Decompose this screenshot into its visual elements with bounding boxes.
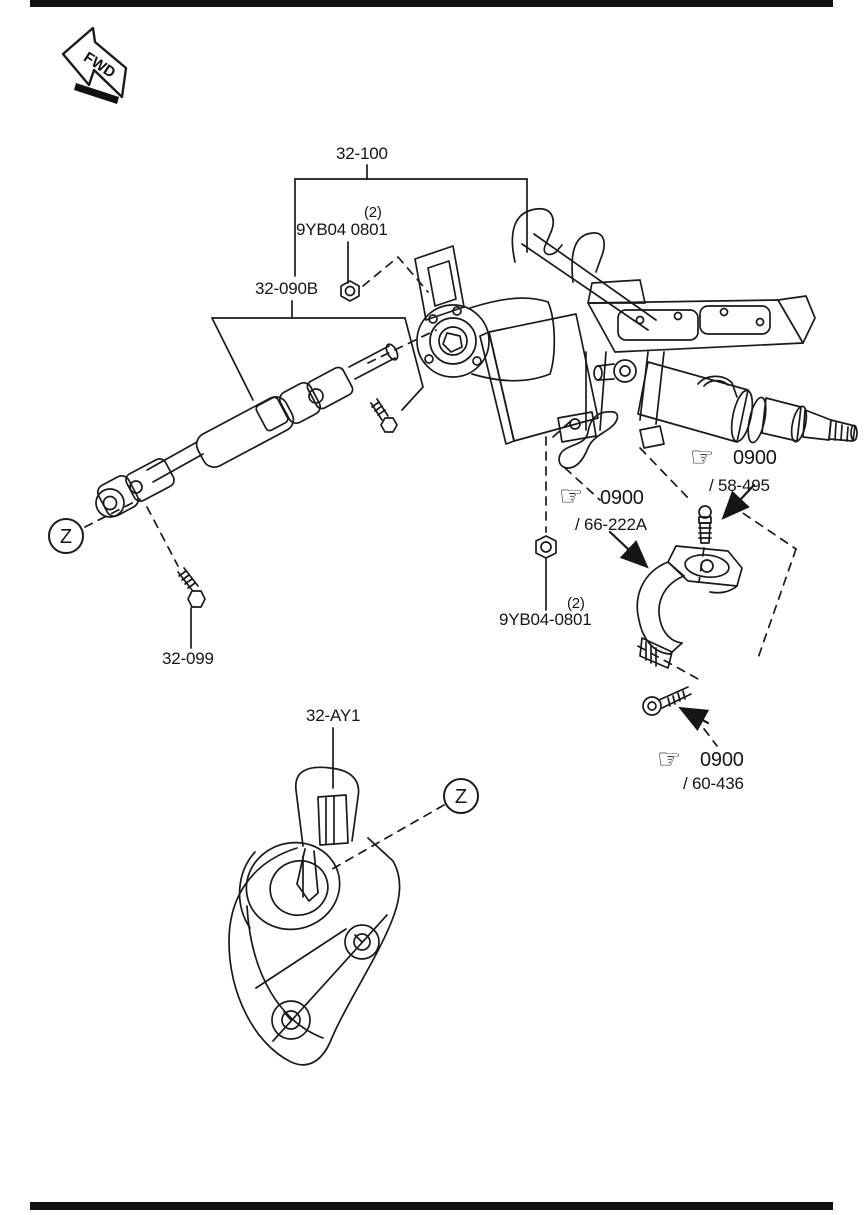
detail-view-marker-z-shaft[interactable]: Z [48, 518, 84, 554]
hidden-reference-lines [84, 256, 797, 873]
qty-label-upper-nut: (2) [364, 204, 382, 221]
part-label-shaft-bolt[interactable]: 32-099 [162, 649, 214, 668]
upper-joint-bolt-drawing [370, 398, 398, 433]
part-label-assembly[interactable]: 32-100 [336, 144, 388, 163]
pointing-hand-icon: ☞ [657, 744, 682, 775]
pointer-arrows [608, 483, 756, 732]
detail-view-letter: Z [455, 786, 467, 808]
steering-column-assembly-drawing [414, 208, 858, 469]
intermediate-shaft-drawing [95, 343, 399, 518]
ref-label-stud-page[interactable]: / 58-495 [709, 476, 770, 495]
flange-bolt-drawing [642, 686, 692, 716]
upper-nut-drawing [340, 280, 360, 302]
pointing-hand-icon: ☞ [559, 481, 584, 512]
intermediate-shaft-bracket-lines [211, 300, 424, 411]
hole-cover-drawing [228, 727, 401, 1066]
lower-nut-drawing [535, 535, 557, 611]
clamp-bracket-drawing [636, 545, 743, 669]
top-border-bar [30, 0, 833, 7]
ref-label-stud-section[interactable]: 0900 [733, 447, 777, 469]
part-label-upper-nut[interactable]: 9YB04 0801 [296, 220, 388, 239]
part-label-intermediate-shaft[interactable]: 32-090B [255, 279, 318, 298]
ref-label-clamp-page[interactable]: / 66-222A [575, 515, 647, 534]
detail-view-letter: Z [60, 526, 72, 548]
fwd-arrow-icon: FWD [61, 26, 128, 104]
assembly-bracket-lines [294, 164, 528, 284]
bottom-border-bar [30, 1202, 833, 1210]
part-label-hole-cover[interactable]: 32-AY1 [306, 706, 361, 725]
pointing-hand-icon: ☞ [690, 442, 715, 473]
detail-view-marker-z-cover[interactable]: Z [443, 778, 479, 814]
stud-bolt-drawing [698, 505, 712, 544]
ref-label-bolt-section[interactable]: 0900 [700, 749, 744, 771]
joint-bolt-drawing [177, 567, 206, 649]
qty-label-lower-nut: (2) [567, 595, 585, 612]
part-label-lower-nut[interactable]: 9YB04-0801 [499, 610, 592, 629]
ref-label-clamp-section[interactable]: 0900 [600, 487, 644, 509]
ref-label-bolt-page[interactable]: / 60-436 [683, 774, 744, 793]
